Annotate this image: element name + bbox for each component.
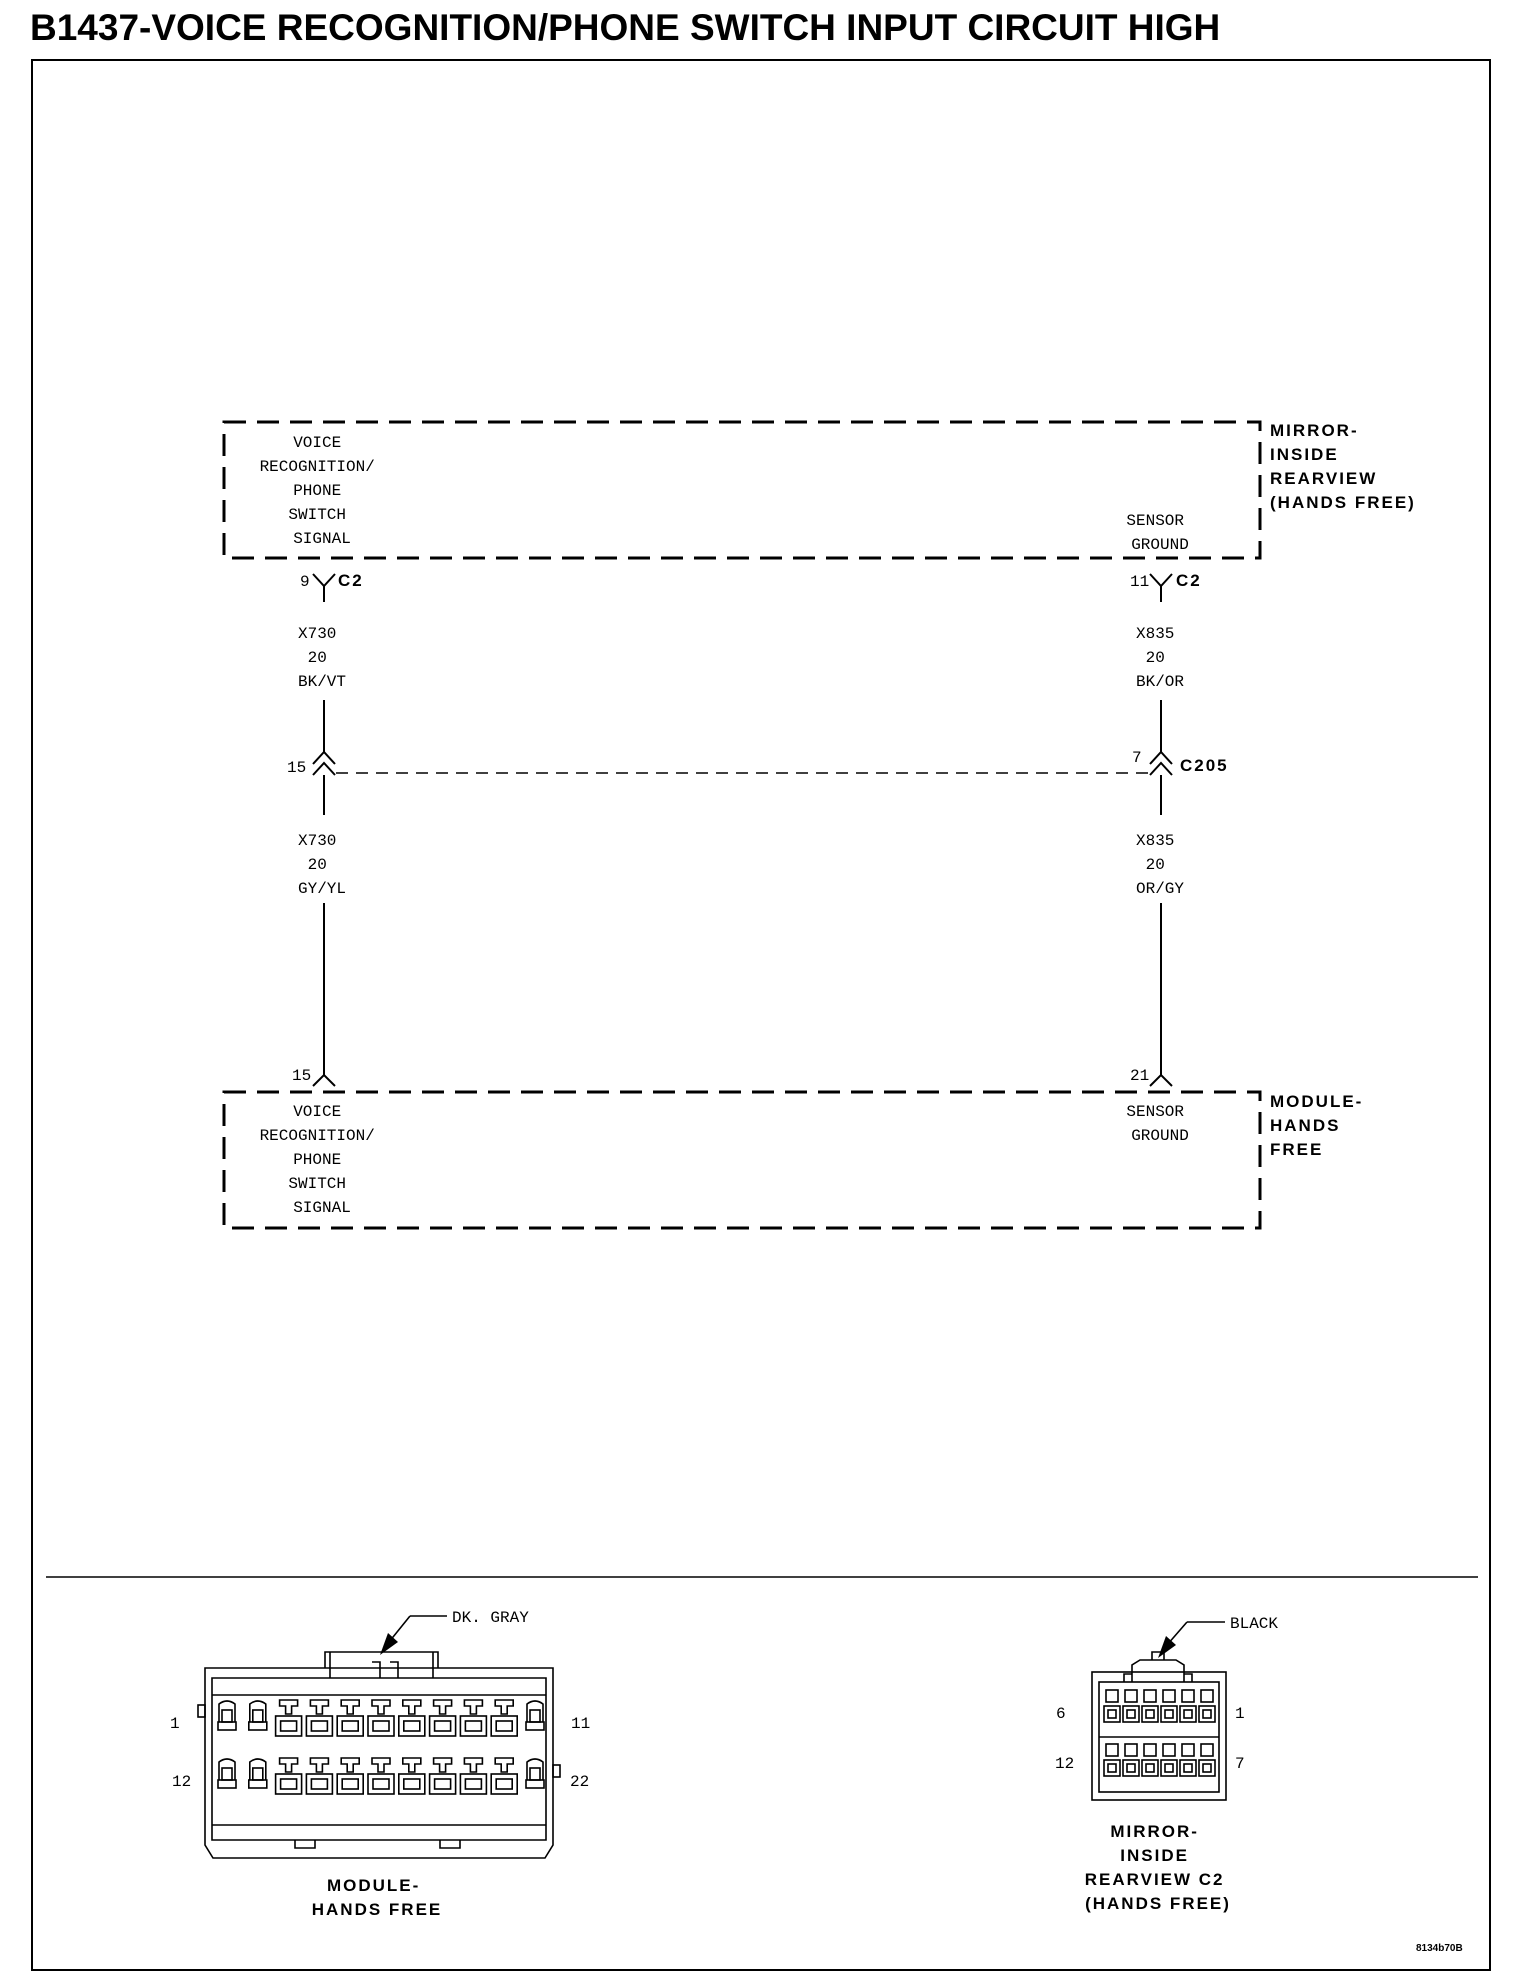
c2-signal-pin-number: 9 (300, 573, 310, 591)
module-connector-housing (197, 1651, 561, 1859)
c205-right-pin-number: 7 (1132, 749, 1142, 767)
mirror-connector-pin-6: 6 (1056, 1705, 1066, 1723)
module-connector-pin-11: 11 (571, 1715, 590, 1733)
module-connector-view: DK. GRAY 1 11 12 22 MODULE- HANDS FREE (170, 1609, 590, 1919)
c205-left-pin-number: 15 (287, 759, 306, 777)
c2-ground-terminal: 11 C2 (1130, 571, 1202, 602)
module-connector-pin-12: 12 (172, 1773, 191, 1791)
mirror-component-box (222, 420, 1262, 560)
mirror-connector-pin-12: 12 (1055, 1755, 1074, 1773)
module-connector-pin-1: 1 (170, 1715, 180, 1733)
mirror-inside-rearview-component: VOICE RECOGNITION/ PHONE SWITCH SIGNAL S… (222, 420, 1416, 560)
c205-connector-label: C205 (1180, 756, 1229, 775)
module-component-box (222, 1090, 1262, 1230)
module-signal-pin-number: 15 (292, 1067, 311, 1085)
wire-label-left-upper: X730 20 BK/VT (298, 625, 346, 691)
c2-connector-label-left: C2 (338, 571, 364, 590)
wire-label-left-lower: X730 20 GY/YL (298, 832, 346, 898)
module-connector-callout-arrow (380, 1633, 398, 1655)
mirror-connector-callout-arrow (1158, 1636, 1176, 1658)
c2-connector-label-right: C2 (1176, 571, 1202, 590)
mirror-connector-pin-1: 1 (1235, 1705, 1245, 1723)
mirror-ground-label: SENSOR GROUND (1126, 512, 1193, 554)
wire-label-right-upper: X835 20 BK/OR (1136, 625, 1184, 691)
mirror-component-name: MIRROR- INSIDE REARVIEW (HANDS FREE) (1270, 421, 1416, 512)
mirror-connector-housing (1091, 1651, 1227, 1801)
mirror-connector-outline (1091, 1671, 1227, 1801)
mirror-connector-caption: MIRROR- INSIDE REARVIEW C2 (HANDS FREE) (1085, 1822, 1232, 1913)
c2-signal-terminal: 9 C2 (300, 571, 364, 602)
mirror-connector-view: BLACK 6 1 12 7 MIRROR- INSIDE REARVIEW C… (1055, 1615, 1278, 1913)
module-ground-pin-number: 21 (1130, 1067, 1149, 1085)
diagram-frame (31, 59, 1491, 1971)
mirror-connector-pin-7: 7 (1235, 1755, 1245, 1773)
diagram-title: B1437-VOICE RECOGNITION/PHONE SWITCH INP… (30, 7, 1220, 48)
c205-inline-connector: 15 7 C205 (287, 749, 1229, 777)
module-ground-terminal: 21 (1130, 1067, 1173, 1087)
module-connector-pin-22: 22 (570, 1773, 589, 1791)
module-signal-terminal: 15 (292, 1067, 336, 1087)
mirror-connector-color-label: BLACK (1230, 1615, 1278, 1633)
module-connector-color-label: DK. GRAY (452, 1609, 529, 1627)
mirror-signal-label: VOICE RECOGNITION/ PHONE SWITCH SIGNAL (260, 434, 385, 548)
wire-label-right-lower: X835 20 OR/GY (1136, 832, 1184, 898)
module-ground-label: SENSOR GROUND (1126, 1103, 1193, 1145)
module-hands-free-component: VOICE RECOGNITION/ PHONE SWITCH SIGNAL S… (222, 1090, 1370, 1230)
module-connector-caption: MODULE- HANDS FREE (312, 1876, 443, 1919)
module-connector-outline (204, 1667, 554, 1859)
c2-ground-pin-number: 11 (1130, 573, 1149, 591)
figure-id: 8134b70B (1416, 1943, 1463, 1954)
module-component-name: MODULE- HANDS FREE (1270, 1092, 1370, 1159)
module-signal-label: VOICE RECOGNITION/ PHONE SWITCH SIGNAL (260, 1103, 385, 1217)
